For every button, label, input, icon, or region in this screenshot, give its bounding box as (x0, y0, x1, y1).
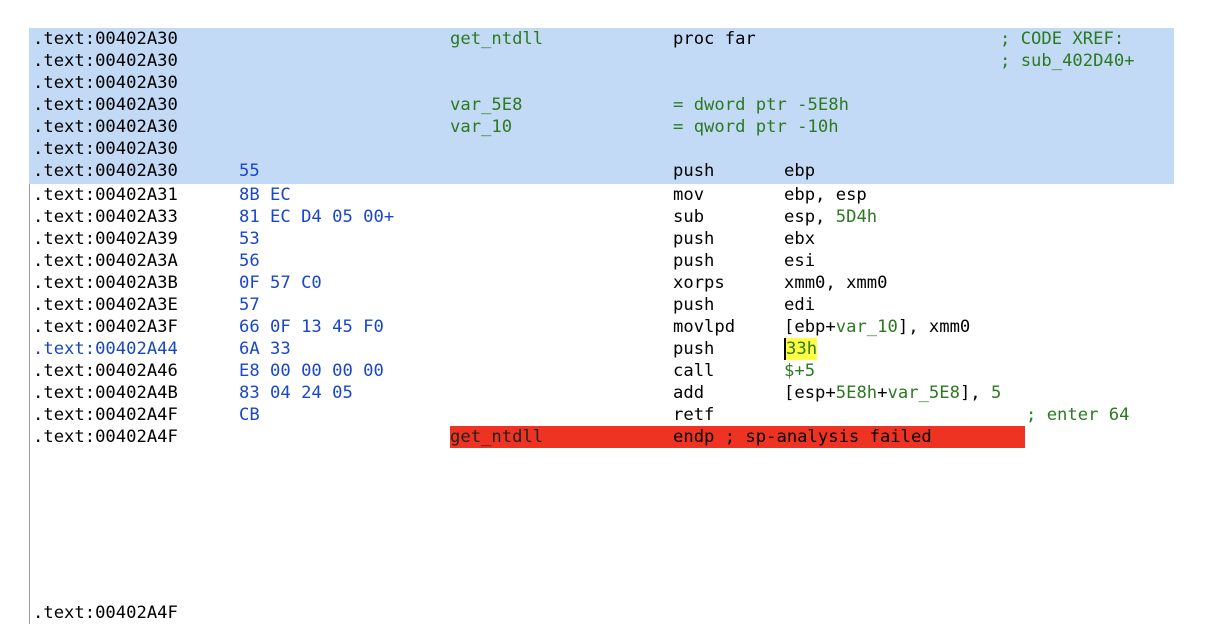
endp-function-name[interactable]: get_ntdll (450, 426, 674, 448)
listing-row[interactable]: .text:00402A39 53 push ebx (29, 228, 815, 250)
opcode-bytes: 66 0F 13 45 F0 (239, 317, 384, 337)
immediate-value: 5E8h (835, 383, 878, 403)
function-name[interactable]: get_ntdll (450, 29, 544, 49)
row-address: .text:00402A30 (33, 51, 178, 71)
listing-row[interactable]: .text:00402A4F CB retf ; enter 64 (29, 404, 1129, 426)
opcode-bytes: E8 00 00 00 00 (239, 361, 384, 381)
mnemonic: movlpd (673, 317, 736, 337)
listing-row[interactable]: .text:00402A30 var_5E8 = dword ptr -5E8h (29, 94, 1174, 116)
opcode-bytes: 57 (239, 295, 260, 315)
row-address: .text:00402A30 (33, 95, 178, 115)
operands[interactable]: ebx (784, 229, 816, 249)
mnemonic: push (673, 339, 715, 359)
mnemonic: mov (673, 185, 705, 205)
listing-row[interactable]: .text:00402A30 var_10 = qword ptr -10h (29, 116, 1174, 138)
mnemonic: push (673, 295, 715, 315)
listing-row[interactable]: .text:00402A30 get_ntdll proc far ; CODE… (29, 28, 1174, 50)
opcode-bytes: 0F 57 C0 (239, 273, 322, 293)
operands[interactable]: edi (784, 295, 816, 315)
endp-error-label: endp ; sp-analysis failed (673, 426, 1025, 448)
stack-var-def: = qword ptr -10h (673, 117, 839, 137)
stack-var-ref[interactable]: var_10 (835, 317, 898, 337)
row-address: .text:00402A3A (33, 251, 178, 271)
listing-row[interactable]: .text:00402A30 55 push ebp (29, 160, 1174, 184)
mnemonic: sub (673, 207, 705, 227)
operands[interactable]: esp, 5D4h (784, 207, 878, 227)
listing-row[interactable]: .text:00402A3B 0F 57 C0 xorps xmm0, xmm0 (29, 272, 887, 294)
operands[interactable]: ebp (784, 161, 816, 181)
listing-row[interactable]: .text:00402A3A 56 push esi (29, 250, 815, 272)
immediate-value: 5D4h (835, 207, 878, 227)
listing-row[interactable]: .text:00402A31 8B EC mov ebp, esp (29, 184, 867, 206)
listing-row[interactable]: .text:00402A30 (29, 72, 1174, 94)
listing-row[interactable]: .text:00402A4F get_ntdll endp ; sp-analy… (29, 426, 1025, 448)
operands[interactable]: [ebp+var_10], xmm0 (784, 317, 971, 337)
stack-var-name[interactable]: var_5E8 (450, 95, 523, 115)
mnemonic: retf (673, 405, 715, 425)
stack-var-name[interactable]: var_10 (450, 117, 513, 137)
row-address: .text:00402A30 (33, 117, 178, 137)
proc-directive: proc far (673, 29, 756, 49)
listing-row[interactable]: .text:00402A30 ; sub_402D40+ (29, 50, 1174, 72)
mnemonic: add (673, 383, 705, 403)
line-comment: ; enter 64 (1026, 405, 1130, 425)
row-address: .text:00402A3E (33, 295, 178, 315)
opcode-bytes: CB (239, 405, 260, 425)
row-address: .text:00402A31 (33, 185, 178, 205)
listing-row[interactable]: .text:00402A30 (29, 138, 1174, 160)
row-address: .text:00402A46 (33, 361, 178, 381)
opcode-bytes: 56 (239, 251, 260, 271)
row-address: .text:00402A4B (33, 383, 178, 403)
listing-left-border (29, 28, 30, 624)
operands[interactable]: [esp+5E8h+var_5E8], 5 (784, 383, 1002, 403)
partially-visible-row: .text:00402A4F (33, 603, 178, 623)
listing-row-current[interactable]: .text:00402A44 6A 33 push 33h (29, 338, 818, 360)
listing-row[interactable]: .text:00402A46 E8 00 00 00 00 call $+5 (29, 360, 815, 382)
mnemonic: push (673, 161, 715, 181)
stack-var-ref[interactable]: var_5E8 (887, 383, 960, 403)
opcode-bytes: 83 04 24 05 (239, 383, 353, 403)
row-address: .text:00402A30 (33, 73, 178, 93)
row-address: .text:00402A39 (33, 229, 178, 249)
row-address: .text:00402A30 (33, 139, 178, 159)
operands[interactable]: esi (784, 251, 816, 271)
row-address: .text:00402A44 (33, 339, 178, 359)
opcode-bytes: 8B EC (239, 185, 291, 205)
operands[interactable]: ebp, esp (784, 185, 867, 205)
xref-comment[interactable]: ; CODE XREF: (1000, 29, 1125, 49)
opcode-bytes: 81 EC D4 05 00+ (239, 207, 395, 227)
row-address: .text:00402A30 (33, 29, 178, 49)
mnemonic: push (673, 251, 715, 271)
opcode-bytes: 53 (239, 229, 260, 249)
row-address: .text:00402A3B (33, 273, 178, 293)
listing-row[interactable]: .text:00402A3F 66 0F 13 45 F0 movlpd [eb… (29, 316, 970, 338)
opcode-bytes: 55 (239, 161, 260, 181)
operands-selected[interactable]: 33h (784, 338, 818, 360)
row-address: .text:00402A4F (33, 427, 178, 447)
listing-row[interactable]: .text:00402A3E 57 push edi (29, 294, 815, 316)
mnemonic: push (673, 229, 715, 249)
xref-comment[interactable]: ; sub_402D40+ (1000, 51, 1135, 71)
stack-var-def: = dword ptr -5E8h (673, 95, 849, 115)
operands[interactable]: xmm0, xmm0 (784, 273, 888, 293)
opcode-bytes: 6A 33 (239, 339, 291, 359)
immediate-value: 5 (991, 383, 1002, 403)
row-address: .text:00402A33 (33, 207, 178, 227)
mnemonic: call (673, 361, 715, 381)
row-address: .text:00402A4F (33, 405, 178, 425)
operands[interactable]: $+5 (784, 361, 816, 381)
row-address: .text:00402A3F (33, 317, 178, 337)
listing-row[interactable]: .text:00402A33 81 EC D4 05 00+ sub esp, … (29, 206, 877, 228)
mnemonic: xorps (673, 273, 725, 293)
listing-row[interactable]: .text:00402A4B 83 04 24 05 add [esp+5E8h… (29, 382, 1001, 404)
row-address: .text:00402A30 (33, 161, 178, 181)
